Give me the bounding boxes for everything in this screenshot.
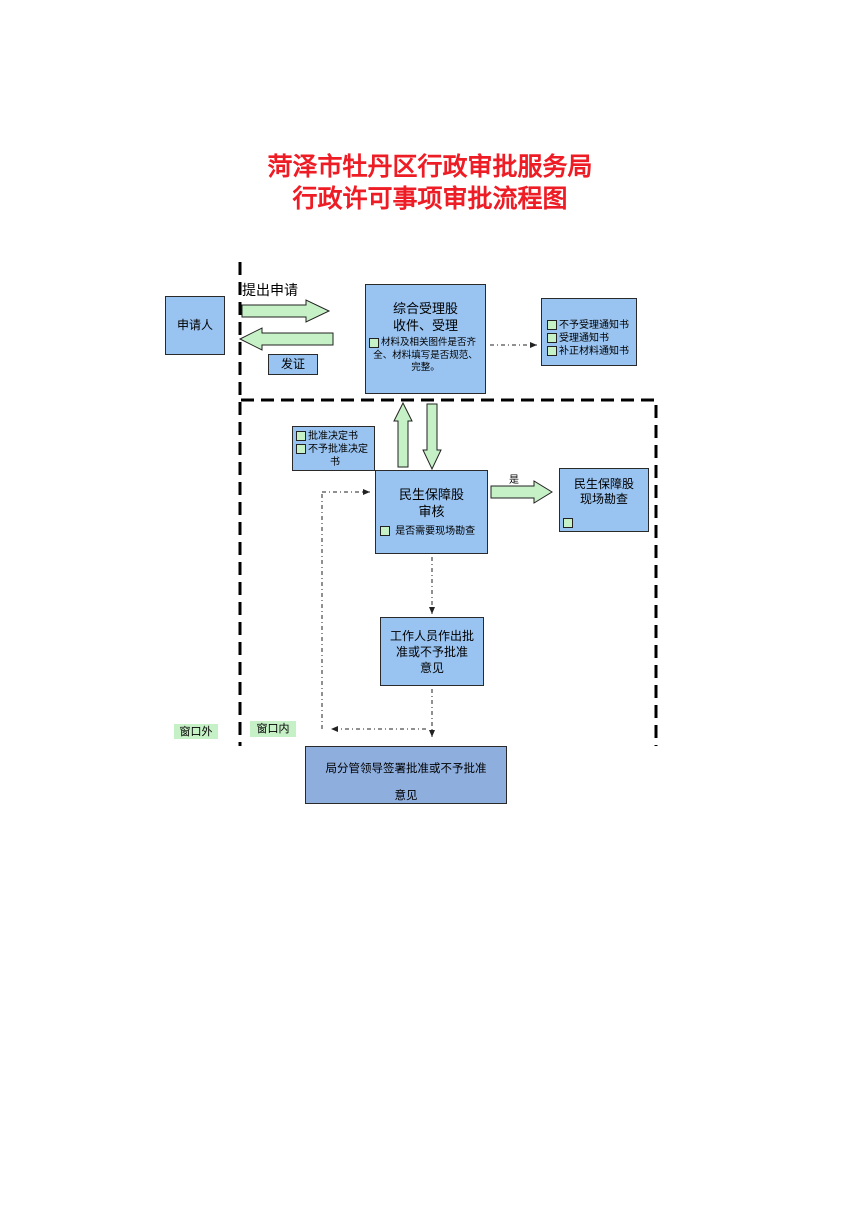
checkbox-icon bbox=[296, 444, 306, 454]
yes-label: 是 bbox=[509, 475, 519, 486]
up-arrow bbox=[393, 401, 413, 468]
reception-check-line3: 完整。 bbox=[411, 362, 440, 373]
leader-box: 局分管领导签署批准或不予批准 意见 bbox=[305, 746, 507, 804]
applicant-box: 申请人 bbox=[165, 296, 225, 355]
reception-check: 材料及相关图件是否齐 全、材料填写是否规范、 完整。 bbox=[366, 337, 485, 375]
staff-box: 工作人员作出批 准或不予批准 意见 bbox=[380, 617, 484, 686]
zone-outside-label: 窗口外 bbox=[174, 724, 218, 739]
issue-arrow bbox=[238, 327, 334, 351]
leader-line1: 局分管领导签署批准或不予批准 bbox=[325, 761, 487, 775]
checkbox-icon bbox=[296, 431, 306, 441]
staff-line3: 意见 bbox=[419, 661, 444, 675]
reception-subtitle: 收件、受理 bbox=[392, 319, 458, 334]
decision-item: 批准决定书 bbox=[296, 430, 374, 443]
checkbox-icon bbox=[547, 346, 557, 356]
staff-line1: 工作人员作出批 bbox=[389, 629, 474, 643]
submit-arrow bbox=[241, 299, 331, 323]
review-subtitle: 审核 bbox=[418, 505, 445, 520]
checkbox-icon bbox=[547, 320, 557, 330]
checkbox-icon bbox=[547, 333, 557, 343]
notice-item-label: 不予受理通知书 bbox=[559, 320, 629, 331]
reception-check-line2: 全、材料填写是否规范、 bbox=[373, 349, 478, 361]
reception-box: 综合受理股 收件、受理 材料及相关图件是否齐 全、材料填写是否规范、 完整。 bbox=[365, 284, 486, 394]
decision-label: 批准决定书 bbox=[308, 431, 358, 442]
checkbox-icon bbox=[380, 526, 390, 536]
notices-box: 不予受理通知书 受理通知书 补正材料通知书 bbox=[541, 298, 637, 366]
process-boundary-line bbox=[241, 398, 658, 746]
decision-label: 不予批准决定 bbox=[308, 444, 368, 455]
applicant-label: 申请人 bbox=[176, 318, 213, 332]
review-box: 民生保障股 审核 是否需要现场勘查 bbox=[375, 470, 488, 554]
issue-label: 发证 bbox=[280, 357, 305, 371]
submit-label: 提出申请 bbox=[242, 283, 298, 299]
yes-arrow bbox=[490, 480, 553, 504]
staff-line2: 准或不予批准 bbox=[395, 645, 468, 659]
decision-item-cont: 书 bbox=[330, 457, 340, 468]
notice-item: 补正材料通知书 bbox=[547, 345, 636, 358]
decisions-box: 批准决定书 不予批准决定 书 bbox=[292, 426, 375, 471]
zone-inside-label: 窗口内 bbox=[250, 721, 296, 737]
survey-box: 民生保障股 现场勘查 bbox=[559, 468, 649, 532]
review-check-label: 是否需要现场勘查 bbox=[395, 526, 476, 537]
leader-line2: 意见 bbox=[394, 788, 418, 802]
survey-subtitle: 现场勘查 bbox=[579, 492, 628, 506]
notice-item: 受理通知书 bbox=[547, 332, 636, 345]
down-arrow bbox=[422, 403, 442, 471]
review-check: 是否需要现场勘查 bbox=[376, 525, 487, 538]
checkbox-icon bbox=[369, 337, 379, 348]
reception-title: 综合受理股 bbox=[392, 302, 458, 317]
notice-item: 不予受理通知书 bbox=[547, 319, 636, 332]
survey-title: 民生保障股 bbox=[573, 477, 634, 491]
review-title: 民生保障股 bbox=[398, 488, 464, 503]
checkbox-icon bbox=[563, 517, 573, 528]
notice-item-label: 受理通知书 bbox=[559, 333, 609, 344]
document-title-line1: 菏泽市牡丹区行政审批服务局 bbox=[267, 152, 593, 181]
decision-item: 不予批准决定 bbox=[296, 443, 374, 456]
issue-box: 发证 bbox=[268, 354, 318, 375]
document-title-line2: 行政许可事项审批流程图 bbox=[292, 184, 568, 213]
reception-check-line1: 材料及相关图件是否齐 bbox=[381, 337, 477, 348]
notice-item-label: 补正材料通知书 bbox=[559, 346, 629, 357]
